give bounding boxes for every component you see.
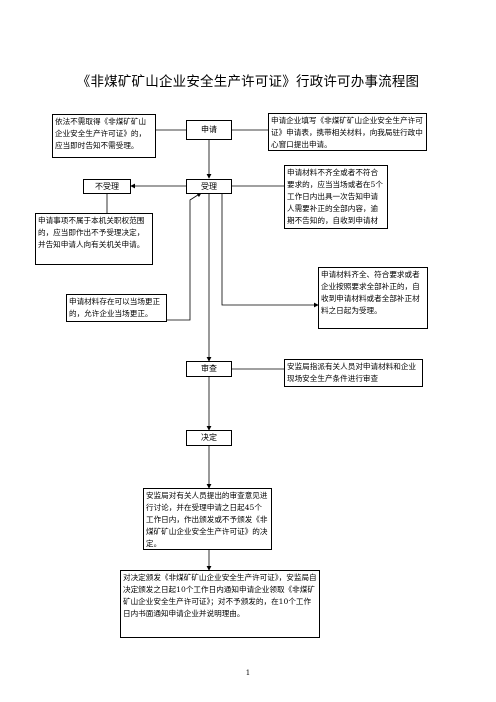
apply-node: 申请 [186, 120, 232, 140]
note-final-description: 对决定颁发《非煤矿矿山企业安全生产许可证》，安监局自决定颁发之日起10个工作日内… [120, 570, 320, 638]
note-apply-description: 申请企业填写《非煤矿矿山企业安全生产许可证》申请表，携带相关材料，向我局驻行政中… [268, 113, 427, 151]
accept-node: 受理 [186, 179, 232, 194]
note-no-permit-needed: 依法不需取得《非煤矿矿山企业安全生产许可证》的，应当即时告知不需受理。 [52, 114, 156, 158]
page-title: 《非煤矿矿山企业安全生产许可证》行政许可办事流程图 [76, 74, 420, 90]
note-fixable-materials: 申请材料存在可以当场更正的，允许企业当场更正。 [66, 294, 167, 322]
page-number: 1 [245, 669, 251, 677]
note-complete-materials: 申请材料齐全、符合要求或者企业按照要求全部补正的，自收到申请材料或者全部补正材料… [318, 267, 428, 329]
note-not-in-scope: 申请事项不属于本机关职权范围的，应当即作出不予受理决定，并告知申请人向有关机关申… [35, 213, 153, 265]
note-decide-description: 安监局对有关人员提出的审查意见进行讨论，并在受理申请之日起45个工作日内，作出颁… [143, 488, 272, 550]
note-incomplete-materials: 申请材料不齐全或者不符合要求的，应当当场或者在5个工作日内出具一次告知申请人需要… [284, 165, 388, 229]
note-review-description: 安监局指派有关人员对申请材料和企业现场安全生产条件进行审查 [284, 359, 423, 387]
review-node: 审查 [186, 361, 232, 377]
decide-node: 决定 [186, 430, 232, 446]
reject-node: 不受理 [83, 179, 131, 194]
